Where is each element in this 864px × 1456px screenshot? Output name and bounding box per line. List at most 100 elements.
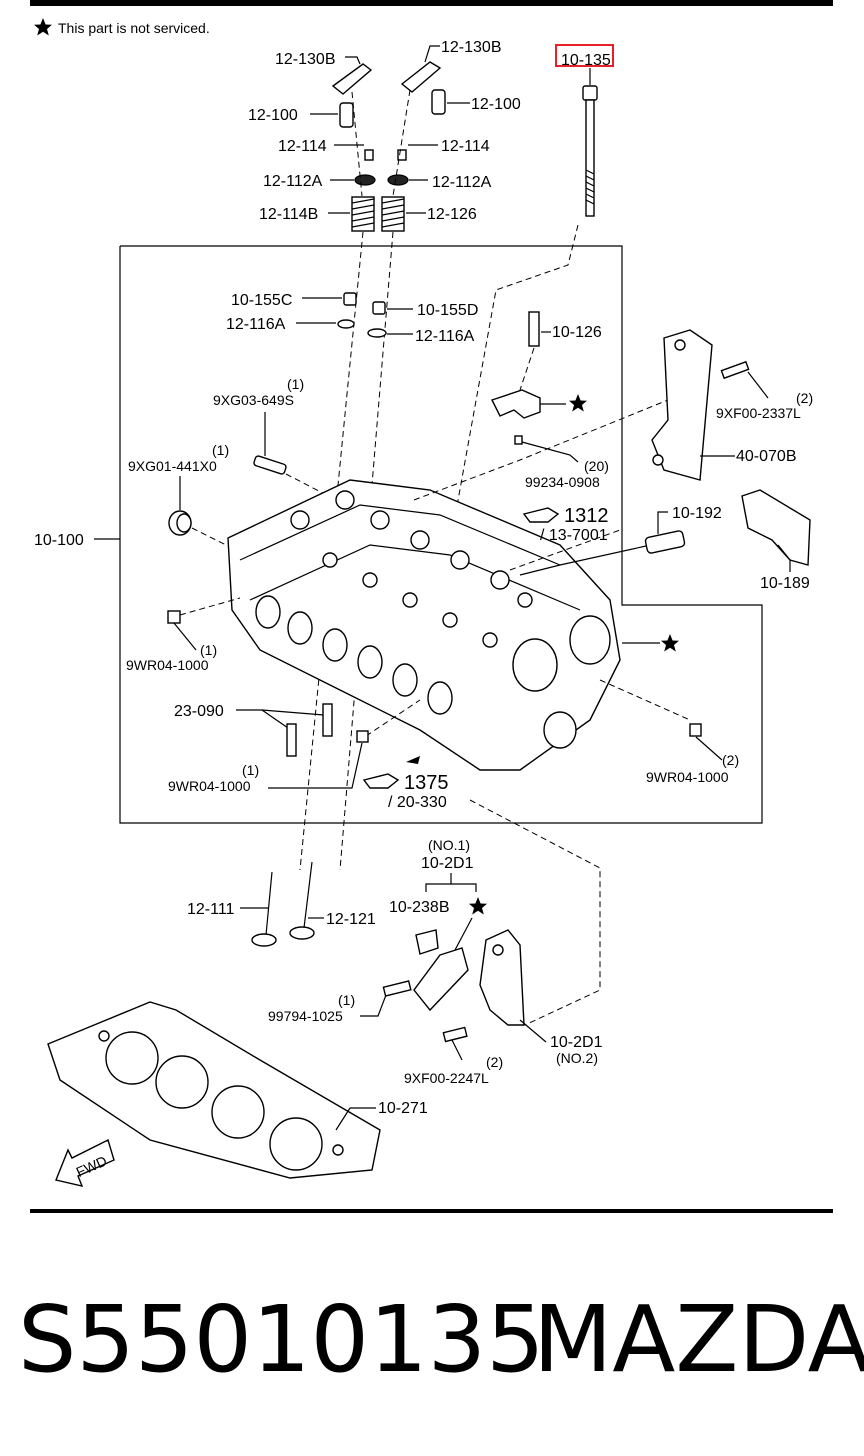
label-12-121: 12-121 [326,911,376,928]
ref-1375: 1375 [404,772,449,794]
label-12-130B-b: 12-130B [441,39,502,56]
forward-arrow-icon: FWD [55,1139,115,1187]
rocker-arm-right [400,61,442,93]
stud-nut-middle [356,730,369,743]
label-9XG03-649S: 9XG03-649S [213,392,294,408]
label-12-116A-a: 12-116A [226,316,286,333]
oil-control-cup [415,929,439,955]
bottom-rule [30,1209,833,1213]
qty-99234: (20) [584,458,609,474]
label-10-189: 10-189 [760,575,810,592]
label-12-114B: 12-114B [259,206,318,223]
spring-seat-left [337,319,355,329]
ref-20-330: / 20-330 [388,794,447,811]
cylinder-head-bolt [582,85,598,101]
stud-nut-left [167,610,181,624]
spring-retainer-right [387,174,409,186]
cylinder-head-frame [119,245,763,824]
locating-pin [253,455,287,475]
label-9XG01-441X0: 9XG01-441X0 [128,458,217,474]
dowel-right [322,703,333,737]
label-12-112A-a: 12-112A [263,173,323,190]
not-serviced-star-icon-2 [661,634,679,652]
label-10-2D1-b: 10-2D1 [550,1034,603,1051]
intake-valve [289,861,315,940]
qty-9XF00-2247L: (2) [486,1054,503,1070]
ref-1312: 1312 [564,505,609,527]
oil-jet-bracket-no2 [479,929,525,1026]
label-12-112A-b: 12-112A [432,174,492,191]
hand-pointer-icon [522,507,560,523]
label-10-155C: 10-155C [231,292,292,309]
label-12-116A-b: 12-116A [415,328,475,345]
spring-seat-right [367,328,387,338]
label-10-2D1-a: 10-2D1 [421,855,474,872]
label-10-126: 10-126 [552,324,602,341]
qty-99794: (1) [338,992,355,1008]
label-12-114-b: 12-114 [441,138,490,155]
dowel-pin [514,435,523,445]
ref-13-7001: / 13-7001 [540,527,608,544]
qty-9WR04-b: (1) [242,762,259,778]
spring-retainer-left [354,174,376,186]
label-no1: (NO.1) [428,837,470,853]
label-12-100-b: 12-100 [471,96,521,113]
lash-adjuster-left [339,102,354,128]
exploded-parts-diagram: This part is not serviced. 10-135 [34,18,813,1187]
qty-9XG03: (1) [287,376,304,392]
label-10-155D: 10-155D [417,302,478,319]
cylinder-head [227,479,621,771]
star-icon [34,18,52,36]
label-12-114-a: 12-114 [278,138,327,155]
label-9XF00-2337L: 9XF00-2337L [716,405,801,421]
label-99794-1025: 99794-1025 [268,1008,343,1024]
label-9XF00-2247L: 9XF00-2247L [404,1070,489,1086]
label-40-070B: 40-070B [736,448,797,465]
temperature-sensor [644,530,686,554]
bracket-bolt [720,360,750,380]
stud-nut-right [689,723,702,737]
cap-bolt [528,311,540,347]
label-no2: (NO.2) [556,1050,598,1066]
label-10-135: 10-135 [561,52,611,69]
valve-key-right [397,149,407,161]
brand-name: MAZDA [533,1286,864,1393]
label-10-271: 10-271 [378,1100,428,1117]
bracket-bolt-9XF00 [442,1026,468,1043]
qty-9WR04-a: (1) [200,642,217,658]
bracket-bolt-99794 [382,980,412,997]
valve-spring-left [351,196,375,232]
valve-key-left [364,149,374,161]
label-9WR04-1000-c: 9WR04-1000 [646,769,729,785]
label-9WR04-1000-a: 9WR04-1000 [126,657,209,673]
footer: S55010135 MAZDA [18,1286,864,1400]
top-rule [30,0,833,6]
not-serviced-star-icon [569,394,587,412]
valve-seal-right [372,301,386,315]
lash-adjuster-right [431,89,446,115]
exhaust-valve [251,871,277,947]
label-12-111: 12-111 [187,901,235,918]
label-99234-0908: 99234-0908 [525,474,600,490]
label-12-100-a: 12-100 [248,107,298,124]
qty-9XF00-2337L: (2) [796,390,813,406]
head-gasket [47,1001,381,1179]
qty-9XG01: (1) [212,442,229,458]
label-12-126: 12-126 [427,206,477,223]
valve-spring-right [381,196,405,232]
dowel-left [286,723,297,757]
part-number: S55010135 [18,1286,545,1393]
rocker-arm-left [331,63,373,95]
engine-hanger-bracket [651,329,713,481]
camshaft-cap [491,389,541,419]
oil-jet-bracket-no1 [413,947,469,1012]
label-10-238B: 10-238B [389,899,450,916]
label-10-192: 10-192 [672,505,722,522]
hand-pointer-icon-2 [362,773,400,789]
heat-shield-cover [741,489,811,566]
not-serviced-note: This part is not serviced. [58,20,210,36]
valve-seal-left [343,292,357,306]
label-12-130B-a: 12-130B [275,51,336,68]
qty-9WR04-c: (2) [722,752,739,768]
highlight-box [555,44,614,67]
